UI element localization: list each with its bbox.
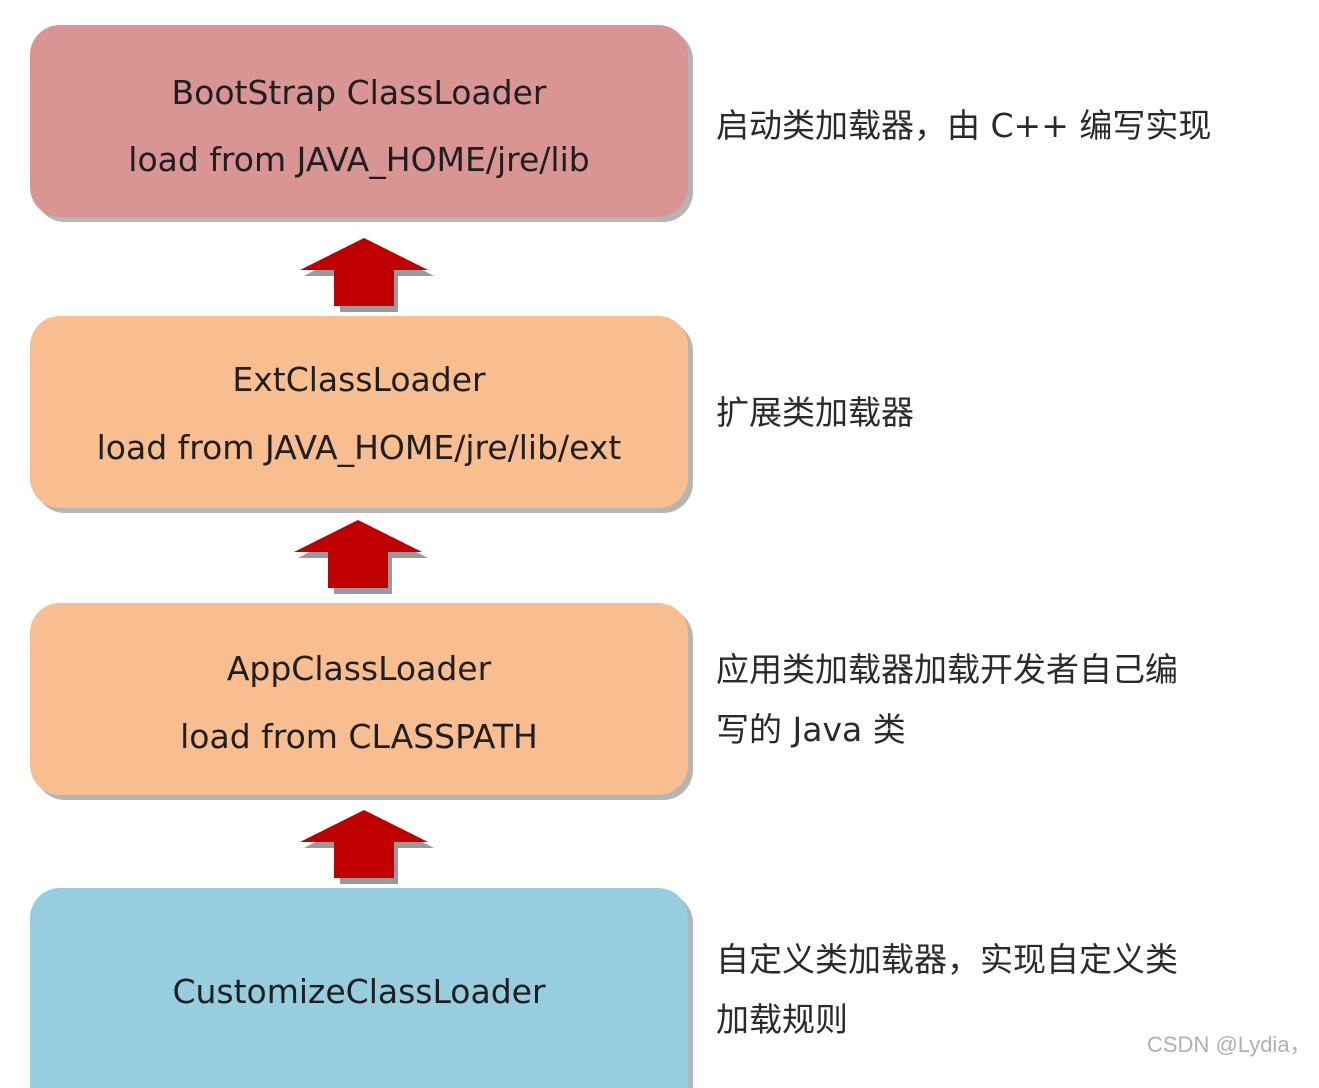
ext-classloader-name: ExtClassLoader <box>232 360 486 399</box>
arrow-up-icon <box>300 810 434 884</box>
arrow-up-icon <box>300 238 434 312</box>
ext-classloader-box: ExtClassLoader load from JAVA_HOME/jre/l… <box>30 316 688 508</box>
watermark: CSDN @Lydia， <box>1147 1032 1312 1057</box>
arrow-up-icon <box>294 520 428 594</box>
app-classloader-source: load from CLASSPATH <box>180 717 538 756</box>
custom-description: 自定义类加载器，实现自定义类 加载规则 <box>716 940 1178 1039</box>
bootstrap-classloader-source: load from JAVA_HOME/jre/lib <box>128 140 590 179</box>
ext-description: 扩展类加载器 <box>716 393 914 432</box>
ext-classloader-source: load from JAVA_HOME/jre/lib/ext <box>96 428 622 467</box>
customize-classloader-name: CustomizeClassLoader <box>172 972 546 1011</box>
app-description: 应用类加载器加载开发者自己编 写的 Java 类 <box>716 650 1178 749</box>
bootstrap-description: 启动类加载器，由 C++ 编写实现 <box>716 106 1212 145</box>
bootstrap-classloader-name: BootStrap ClassLoader <box>171 73 547 112</box>
app-classloader-name: AppClassLoader <box>226 649 492 688</box>
app-classloader-box: AppClassLoader load from CLASSPATH <box>30 603 688 795</box>
bootstrap-classloader-box: BootStrap ClassLoader load from JAVA_HOM… <box>30 25 688 217</box>
customize-classloader-box: CustomizeClassLoader <box>30 888 688 1088</box>
